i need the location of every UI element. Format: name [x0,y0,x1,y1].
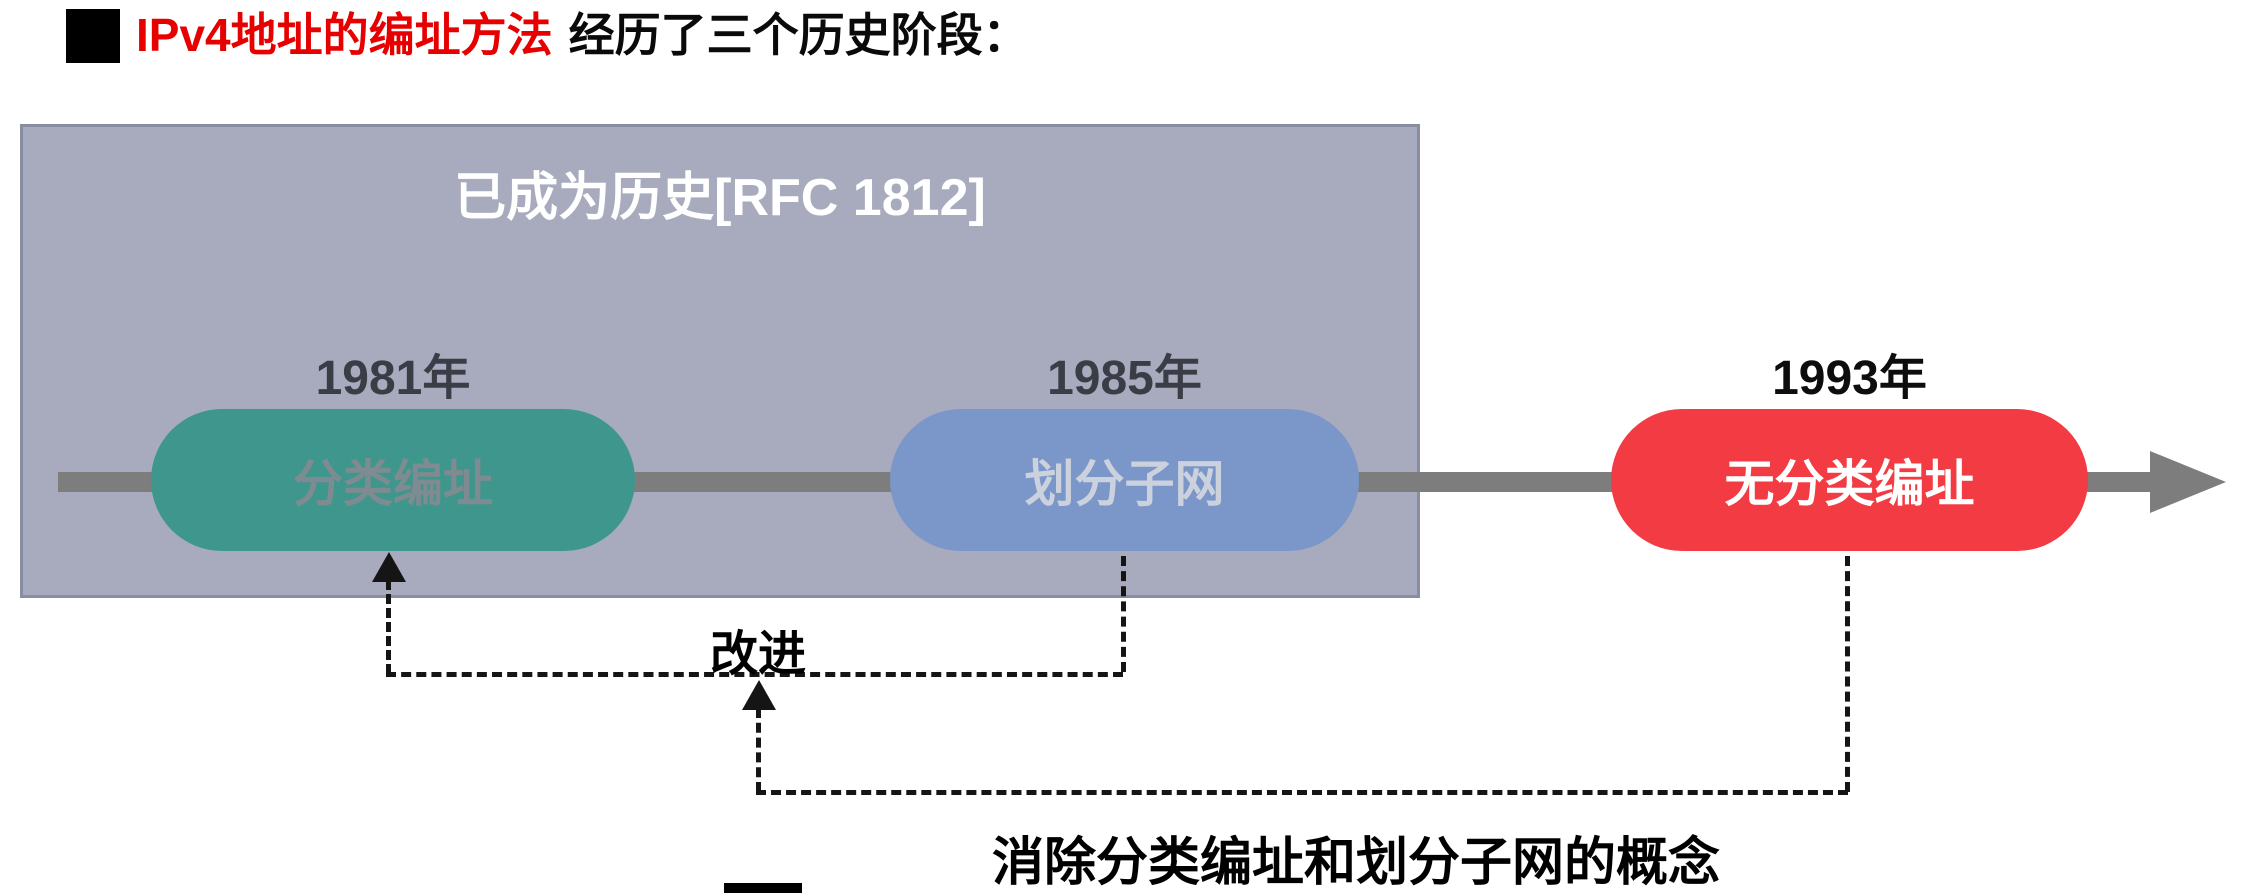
title-row: IPv4地址的编址方法 经历了三个历史阶段： [66,8,1029,63]
history-box-label: 已成为历史[RFC 1812] [454,169,986,227]
improve-connector-right [1121,556,1126,672]
timeline-arrow-icon [2150,451,2226,513]
eliminate-connector-left [756,708,761,792]
title-rest: 经历了三个历史阶段： [568,9,1029,61]
year-label-1981: 1981年 [315,352,471,405]
improve-connector-left [386,580,391,674]
year-label-1993: 1993年 [1772,352,1927,405]
bullet-square-icon [66,8,120,63]
stage-pill-label: 无分类编址 [1724,456,1975,512]
eliminate-arrow-icon [742,680,776,710]
eliminate-connector-right [1845,556,1850,792]
bottom-mark [724,883,802,893]
stage-pill-label: 划分子网 [1024,456,1225,512]
improve-connector-bottom [386,672,1123,677]
year-label-1985: 1985年 [1047,352,1202,405]
improve-arrow-icon [372,552,406,582]
stage-pill-classful-addressing: 分类编址 [151,409,635,551]
eliminate-connector-bottom [756,790,1848,795]
improve-label: 改进 [709,628,806,681]
stage-pill-classless-addressing: 无分类编址 [1611,409,2088,551]
stage-pill-subnetting: 划分子网 [890,409,1359,551]
stage-pill-label: 分类编址 [293,456,493,512]
eliminate-label: 消除分类编址和划分子网的概念 [991,834,1720,892]
title-highlight: IPv4地址的编址方法 [136,9,553,61]
